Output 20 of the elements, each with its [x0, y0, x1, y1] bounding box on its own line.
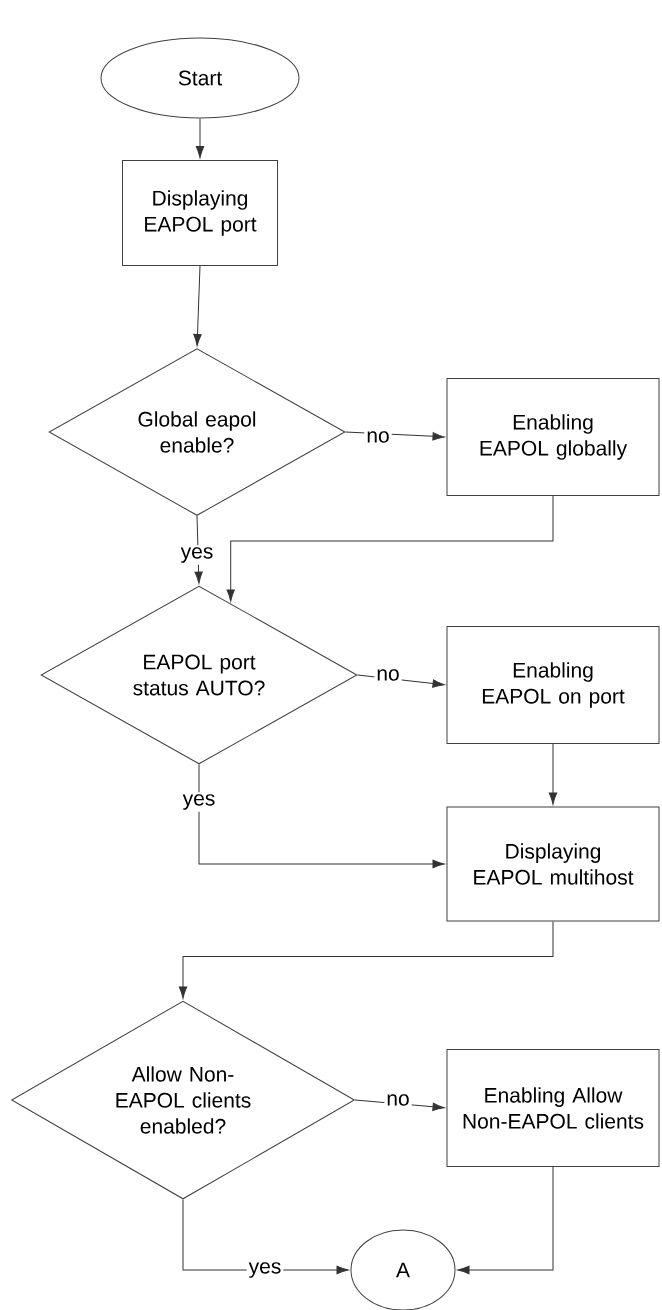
arrow — [193, 265, 202, 347]
edge-label: yes — [180, 792, 218, 812]
arrow — [195, 118, 205, 159]
arrow — [457, 1166, 554, 1275]
edge-label: no — [384, 1092, 412, 1108]
edge-label: no — [374, 667, 402, 683]
arrow — [198, 764, 445, 869]
process-box: Enabling EAPOL globally — [446, 378, 660, 496]
arrow — [182, 1199, 349, 1275]
arrow — [226, 495, 554, 602]
process-box: Displaying EAPOL multihost — [446, 806, 660, 922]
edge-label: no — [364, 429, 392, 445]
arrow — [548, 743, 558, 805]
process-box: Enabling Allow Non-EAPOL clients — [446, 1049, 660, 1167]
process-box: Displaying EAPOL port — [122, 160, 278, 266]
arrow — [178, 921, 554, 999]
arrow — [194, 515, 203, 584]
edge-label: yes — [246, 1260, 284, 1280]
process-box: Enabling EAPOL on port — [446, 626, 660, 744]
edge-label: yes — [178, 545, 216, 565]
